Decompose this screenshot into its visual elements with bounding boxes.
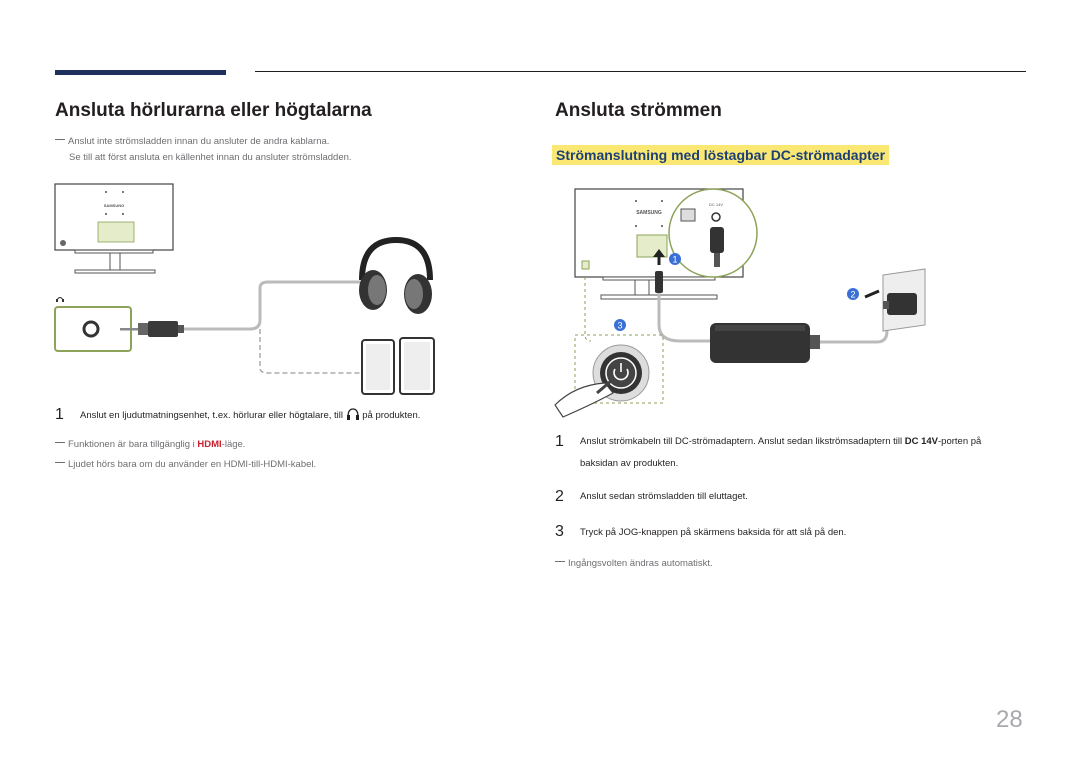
monitor-brand-left: SAMSUNG bbox=[104, 203, 124, 208]
note-dash bbox=[55, 138, 65, 140]
up-arrow-head bbox=[653, 249, 665, 257]
right-section-title: Ansluta strömmen bbox=[555, 100, 722, 121]
headphone-cable bbox=[184, 280, 360, 331]
callout-3-label: 3 bbox=[617, 321, 622, 331]
right-step-3-number: 3 bbox=[555, 523, 564, 540]
callout-2-label: 2 bbox=[850, 290, 855, 300]
monitor-back-left: SAMSUNG bbox=[54, 183, 174, 274]
plug-in-arrow-icon bbox=[864, 289, 880, 299]
port-zoom-hdmi bbox=[680, 208, 696, 222]
left-step-1-text-after: på produkten. bbox=[362, 410, 421, 421]
note-dash bbox=[55, 461, 65, 463]
power-icon bbox=[613, 368, 629, 381]
left-note-cable-text: Ljudet hörs bara om du använder en HDMI-… bbox=[68, 459, 317, 470]
power-adapter bbox=[710, 323, 820, 363]
wall-outlet bbox=[882, 268, 926, 332]
right-step-1-bold: DC 14V bbox=[904, 436, 938, 447]
jog-zoom-frame bbox=[574, 334, 664, 404]
left-step-1-number: 1 bbox=[55, 406, 64, 423]
callout-2 bbox=[847, 288, 859, 300]
headphones-icon bbox=[359, 236, 433, 314]
note-dash bbox=[55, 441, 65, 443]
left-note-hdmi: Funktionen är bara tillgänglig i HDMI-lä… bbox=[55, 437, 245, 453]
callout-1 bbox=[669, 253, 681, 265]
right-step-3-text: Tryck på JOG-knappen på skärmens baksida… bbox=[580, 527, 847, 538]
dc-plug bbox=[655, 271, 663, 293]
left-step-1-text-before: Anslut en ljudutmatningsenhet, t.ex. hör… bbox=[80, 410, 343, 421]
headphone-speaker-illustration: SAMSUNG bbox=[54, 183, 435, 395]
headphone-port-symbol-icon bbox=[56, 297, 64, 302]
left-step-1-text: Anslut en ljudutmatningsenhet, t.ex. hör… bbox=[80, 405, 420, 427]
left-note-2: Se till att först ansluta en källenhet i… bbox=[69, 152, 352, 163]
audio-plug bbox=[120, 321, 184, 337]
left-note-cable: Ljudet hörs bara om du använder en HDMI-… bbox=[55, 457, 316, 473]
right-note-text: Ingångsvolten ändras automatiskt. bbox=[568, 558, 713, 569]
right-step-1-line2: baksidan av produkten. bbox=[580, 458, 679, 469]
port-zoom-label: DC 14V bbox=[709, 202, 723, 207]
jog-button-illustration bbox=[554, 344, 650, 418]
note-dash bbox=[555, 560, 565, 562]
dc-plug-zoom bbox=[710, 227, 724, 267]
ac-cable bbox=[820, 315, 889, 344]
right-subtitle: Strömanslutning med löstagbar DC-strömad… bbox=[552, 145, 890, 165]
right-step-1-after: -porten på bbox=[938, 436, 982, 447]
note-hdmi-after: -läge. bbox=[221, 439, 246, 450]
headphone-jack-port bbox=[82, 320, 100, 338]
port-zoom-dc bbox=[711, 212, 721, 222]
callout-3 bbox=[614, 319, 626, 331]
dc-cable bbox=[657, 293, 710, 343]
right-step-1-number: 1 bbox=[555, 433, 564, 450]
jog-connector bbox=[584, 277, 592, 342]
headphone-icon bbox=[346, 408, 359, 420]
callout-1-label: 1 bbox=[672, 255, 677, 265]
power-connection-illustration: SAMSUNG DC 14V 1 2 3 bbox=[554, 188, 926, 418]
header-rule bbox=[255, 71, 1026, 72]
header-accent-bar bbox=[55, 70, 226, 75]
left-note-1: Anslut inte strömsladden innan du anslut… bbox=[55, 134, 329, 150]
right-step-1-before: Anslut strömkabeln till DC-strömadaptern… bbox=[580, 436, 905, 447]
note-hdmi-before: Funktionen är bara tillgänglig i bbox=[68, 439, 195, 450]
right-note: Ingångsvolten ändras automatiskt. bbox=[555, 556, 713, 572]
note-hdmi-highlight: HDMI bbox=[197, 439, 222, 450]
monitor-brand-right: SAMSUNG bbox=[636, 210, 662, 216]
left-section-title: Ansluta hörlurarna eller högtalarna bbox=[55, 100, 372, 121]
right-step-1-text: Anslut strömkabeln till DC-strömadaptern… bbox=[580, 431, 981, 453]
right-step-2-number: 2 bbox=[555, 488, 564, 505]
right-step-2-text: Anslut sedan strömsladden till eluttaget… bbox=[580, 491, 748, 502]
left-note-1-text: Anslut inte strömsladden innan du anslut… bbox=[68, 136, 330, 147]
page-number: 28 bbox=[996, 706, 1023, 733]
speaker-cable bbox=[259, 329, 362, 374]
speakers-icon bbox=[361, 337, 435, 395]
